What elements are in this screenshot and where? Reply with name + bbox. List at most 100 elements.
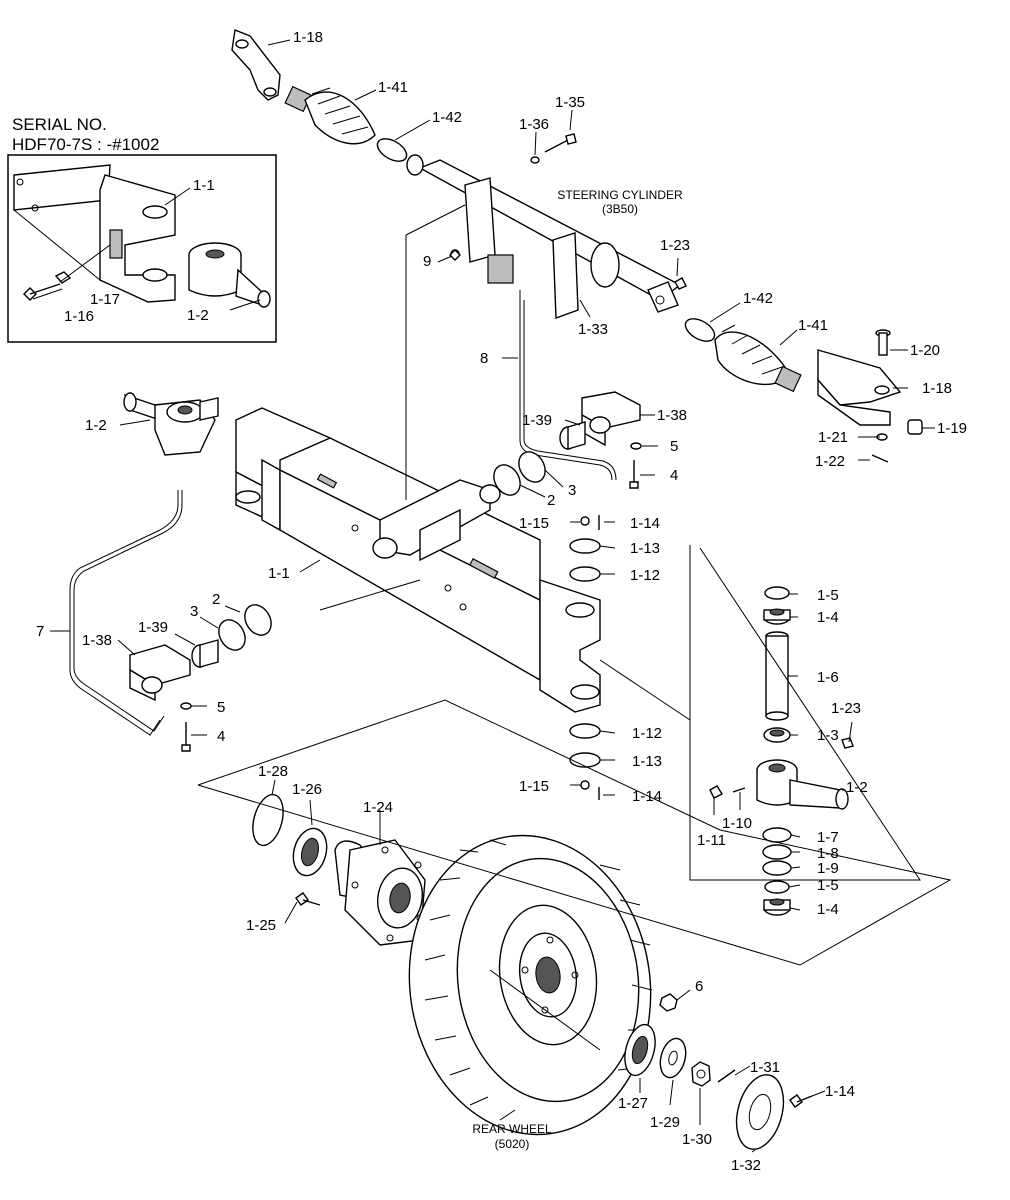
part-label: 1-24 — [363, 799, 393, 816]
bushing-1-39-top — [559, 421, 586, 450]
nipple-1-15-bottom — [580, 780, 590, 790]
inset-axle-beam — [13, 164, 176, 303]
bolt-4-left — [181, 722, 191, 752]
part-label: 1-5 — [817, 587, 839, 604]
leader-lines — [50, 39, 935, 1153]
part-label: 1-10 — [722, 815, 752, 832]
bearing-1-4-bottom — [763, 898, 791, 916]
bracket-1-38-top — [581, 391, 641, 447]
section-outlines — [197, 204, 952, 966]
part-label: 1-31 — [750, 1059, 780, 1076]
seal-2-left — [244, 604, 272, 636]
part-label: 1-9 — [817, 860, 839, 877]
link-top — [231, 29, 281, 101]
pin-1-20 — [875, 329, 891, 356]
part-label: 1-33 — [578, 321, 608, 338]
part-label: 5 — [670, 438, 678, 455]
shim-1-12-top — [569, 566, 601, 582]
bushing-1-19 — [907, 419, 923, 435]
pin-1-10 — [732, 787, 746, 793]
part-label: 1-6 — [817, 669, 839, 686]
part-label: 1-12 — [632, 725, 662, 742]
rear-wheel-tire — [408, 834, 653, 1136]
bolt-1-14-hub — [789, 1094, 813, 1108]
bearing-1-26 — [292, 827, 328, 877]
part-label: 1-41 — [798, 317, 828, 334]
caption-rear-wheel-code: (5020) — [495, 1137, 530, 1151]
part-label: 1-5 — [817, 877, 839, 894]
snap-ring-1-5-bottom — [764, 880, 790, 894]
serial-no-label: SERIAL NO. — [12, 115, 107, 134]
part-label: 1-16 — [64, 308, 94, 325]
part-label: 2 — [547, 492, 555, 509]
part-label: 1-11 — [697, 832, 726, 849]
part-label: 9 — [423, 253, 431, 270]
ring-3-top — [518, 451, 546, 483]
nut-6 — [659, 993, 678, 1012]
part-label: 1-18 — [293, 29, 323, 46]
part-label: 1-42 — [432, 109, 462, 126]
part-label: 1-2 — [85, 417, 107, 434]
washer-5-top — [630, 442, 642, 450]
part-labels: 1-18 1-41 1-42 1-35 1-36 1-1 1-17 1-16 1… — [36, 29, 967, 1174]
bearing-1-4-top — [763, 608, 791, 625]
part-label: 8 — [480, 350, 488, 367]
boot-top — [284, 85, 376, 145]
fitting-9 — [449, 249, 461, 261]
steering-cylinder — [406, 154, 682, 319]
cotter-1-31 — [717, 1069, 736, 1083]
part-label: 1-22 — [815, 453, 845, 470]
part-label: 1-14 — [630, 515, 660, 532]
cotter-1-22 — [871, 454, 889, 463]
part-label: 1-38 — [82, 632, 112, 649]
part-label: 1-3 — [817, 727, 839, 744]
boot-right — [714, 324, 802, 393]
shim-1-13-top — [569, 538, 601, 554]
part-label: 1-14 — [632, 788, 662, 805]
part-label: 1-32 — [731, 1157, 761, 1174]
bolt-4-top — [629, 460, 639, 489]
part-label: 7 — [36, 623, 44, 640]
part-label: 1-23 — [831, 700, 861, 717]
clamp-right — [684, 318, 716, 342]
nipple-1-15-top — [580, 516, 590, 526]
bracket-1-38-left — [129, 644, 191, 702]
part-label: 1-4 — [817, 609, 839, 626]
part-label: 1-13 — [630, 540, 660, 557]
caption-rear-wheel: REAR WHEEL — [472, 1122, 552, 1136]
grease-1-23-top — [674, 277, 687, 290]
part-label: 1-25 — [246, 917, 276, 934]
hub-1-24 — [334, 839, 426, 946]
part-label: 1-2 — [187, 307, 209, 324]
part-label: 1-42 — [743, 290, 773, 307]
part-label: 1-36 — [519, 116, 549, 133]
part-label: 1-39 — [522, 412, 552, 429]
part-label: 1-4 — [817, 901, 839, 918]
part-label: 1-41 — [378, 79, 408, 96]
part-label: 1-39 — [138, 619, 168, 636]
grease-1-23-right — [841, 737, 854, 749]
clamp-top — [376, 138, 408, 162]
nut-1-30 — [691, 1061, 711, 1087]
part-label: 1-28 — [258, 763, 288, 780]
ring-3-left — [218, 619, 246, 651]
snap-ring-1-5-top — [764, 586, 790, 600]
part-label: 1-27 — [618, 1095, 648, 1112]
serial-no-model: HDF70-7S : -#1002 — [12, 135, 159, 154]
part-label: 1-20 — [910, 342, 940, 359]
part-label: 1-19 — [937, 420, 967, 437]
part-label: 1-13 — [632, 753, 662, 770]
part-label: 1-38 — [657, 407, 687, 424]
cap-1-32 — [735, 1074, 785, 1150]
part-label: 1-15 — [519, 515, 549, 532]
washer-1-29 — [659, 1037, 687, 1079]
link-right — [817, 349, 902, 426]
shim-1-8 — [762, 844, 792, 860]
bearing-1-27 — [624, 1023, 656, 1077]
part-label: 6 — [695, 978, 703, 995]
part-label: 4 — [670, 467, 678, 484]
bushing-1-39-left — [191, 639, 219, 668]
part-label: 1-35 — [555, 94, 585, 111]
part-label: 3 — [190, 603, 198, 620]
